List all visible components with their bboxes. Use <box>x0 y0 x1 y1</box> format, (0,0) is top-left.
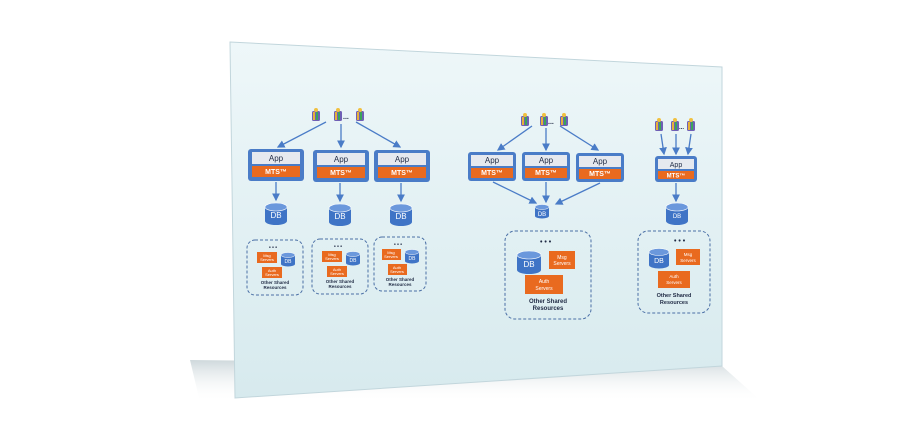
svg-text:Auth: Auth <box>268 268 276 273</box>
svg-text:App: App <box>593 157 608 166</box>
app-node: App MTS™ <box>248 149 304 181</box>
svg-text:Other Shared: Other Shared <box>326 279 355 284</box>
svg-text:Other Shared: Other Shared <box>657 293 692 299</box>
svg-text:DB: DB <box>409 256 417 262</box>
app-node: App MTS™ <box>374 150 430 182</box>
svg-text:• • •: • • • <box>394 242 402 248</box>
svg-text:Resources: Resources <box>533 306 564 312</box>
svg-text:Other Shared: Other Shared <box>386 277 415 282</box>
svg-text:DB: DB <box>270 211 281 220</box>
svg-text:Auth: Auth <box>669 274 679 279</box>
svg-text:Servers: Servers <box>265 272 279 277</box>
svg-text:MTS™: MTS™ <box>391 170 413 177</box>
svg-text:App: App <box>334 155 349 164</box>
svg-text:App: App <box>670 162 683 169</box>
svg-text:Servers: Servers <box>260 257 274 262</box>
svg-text:DB: DB <box>395 212 406 221</box>
svg-text:Msg: Msg <box>387 250 395 255</box>
svg-text:Resources: Resources <box>388 282 412 287</box>
svg-text:MTS™: MTS™ <box>330 170 352 177</box>
architecture-shared-db: ... App MTS™ App MTS™ App MTS™ DB <box>468 113 624 320</box>
svg-text:Other Shared: Other Shared <box>529 299 567 305</box>
svg-text:Msg: Msg <box>328 252 336 257</box>
svg-text:App: App <box>485 156 500 165</box>
svg-text:Auth: Auth <box>539 279 550 285</box>
svg-text:DB: DB <box>350 258 358 264</box>
architecture-isolated: ... App MTS™ DB • • • Msg Servers DB Aut… <box>246 108 430 296</box>
svg-text:Auth: Auth <box>333 267 341 272</box>
svg-text:Servers: Servers <box>535 286 553 292</box>
svg-text:MTS™: MTS™ <box>667 173 686 180</box>
app-node: App MTS™ <box>522 152 570 181</box>
user-group-icon: ... <box>655 118 695 131</box>
svg-text:• • •: • • • <box>674 238 686 245</box>
app-node: App MTS™ <box>576 153 624 182</box>
shared-resources-box: • • • Msg Servers DB Auth Servers Other … <box>373 236 427 292</box>
svg-text:Auth: Auth <box>393 265 401 270</box>
svg-text:Resources: Resources <box>263 285 287 290</box>
database-icon: DB <box>389 203 413 227</box>
slide-panel <box>229 41 723 399</box>
svg-text:• • •: • • • <box>269 245 277 251</box>
svg-text:App: App <box>395 155 410 164</box>
svg-text:DB: DB <box>654 258 664 265</box>
svg-text:Msg: Msg <box>684 252 693 257</box>
svg-text:Servers: Servers <box>325 256 339 261</box>
database-icon: DB <box>264 202 288 226</box>
database-icon: DB <box>665 202 689 226</box>
svg-text:Other Shared: Other Shared <box>261 280 290 285</box>
shared-resources-box: • • • DB Msg Servers Auth Servers Other … <box>504 230 592 320</box>
svg-text:Msg: Msg <box>263 253 271 258</box>
svg-text:MTS™: MTS™ <box>535 170 557 177</box>
svg-text:DB: DB <box>334 212 345 221</box>
svg-text:DB: DB <box>673 214 681 220</box>
database-icon: DB <box>534 204 550 219</box>
svg-text:Servers: Servers <box>666 280 682 285</box>
svg-text:Msg: Msg <box>557 255 567 261</box>
app-label: App <box>269 154 284 163</box>
svg-text:App: App <box>539 156 554 165</box>
svg-text:...: ... <box>343 114 349 121</box>
svg-text:...: ... <box>548 119 554 126</box>
app-node: App MTS™ <box>468 152 516 181</box>
user-group-icon: ... <box>521 113 568 126</box>
svg-text:Servers: Servers <box>553 261 571 267</box>
app-node: App MTS™ <box>655 156 697 182</box>
user-group-icon: ... <box>312 108 364 121</box>
svg-text:...: ... <box>679 125 684 131</box>
shared-resources-box: • • • Msg Servers DB Auth Servers Other … <box>311 238 369 295</box>
svg-text:DB: DB <box>538 212 546 218</box>
svg-text:Resources: Resources <box>660 300 688 306</box>
svg-text:DB: DB <box>285 259 293 265</box>
svg-text:• • •: • • • <box>334 244 342 250</box>
svg-text:Servers: Servers <box>390 269 404 274</box>
svg-text:MTS™: MTS™ <box>481 170 503 177</box>
svg-text:Resources: Resources <box>328 284 352 289</box>
shared-resources-box: • • • DB Msg Servers Auth Servers Other … <box>637 230 711 314</box>
svg-text:Servers: Servers <box>330 271 344 276</box>
mts-label: MTS™ <box>265 169 287 176</box>
svg-text:• • •: • • • <box>540 239 552 246</box>
svg-text:Servers: Servers <box>384 254 398 259</box>
svg-text:Servers: Servers <box>680 258 696 263</box>
architecture-shared-app: ... App MTS™ DB • • • DB Ms <box>637 118 711 314</box>
svg-text:MTS™: MTS™ <box>589 171 611 178</box>
svg-text:DB: DB <box>523 260 534 269</box>
app-node: App MTS™ <box>313 150 369 182</box>
shared-resources-box: • • • Msg Servers DB Auth Servers Other … <box>246 239 304 296</box>
database-icon: DB <box>328 203 352 227</box>
